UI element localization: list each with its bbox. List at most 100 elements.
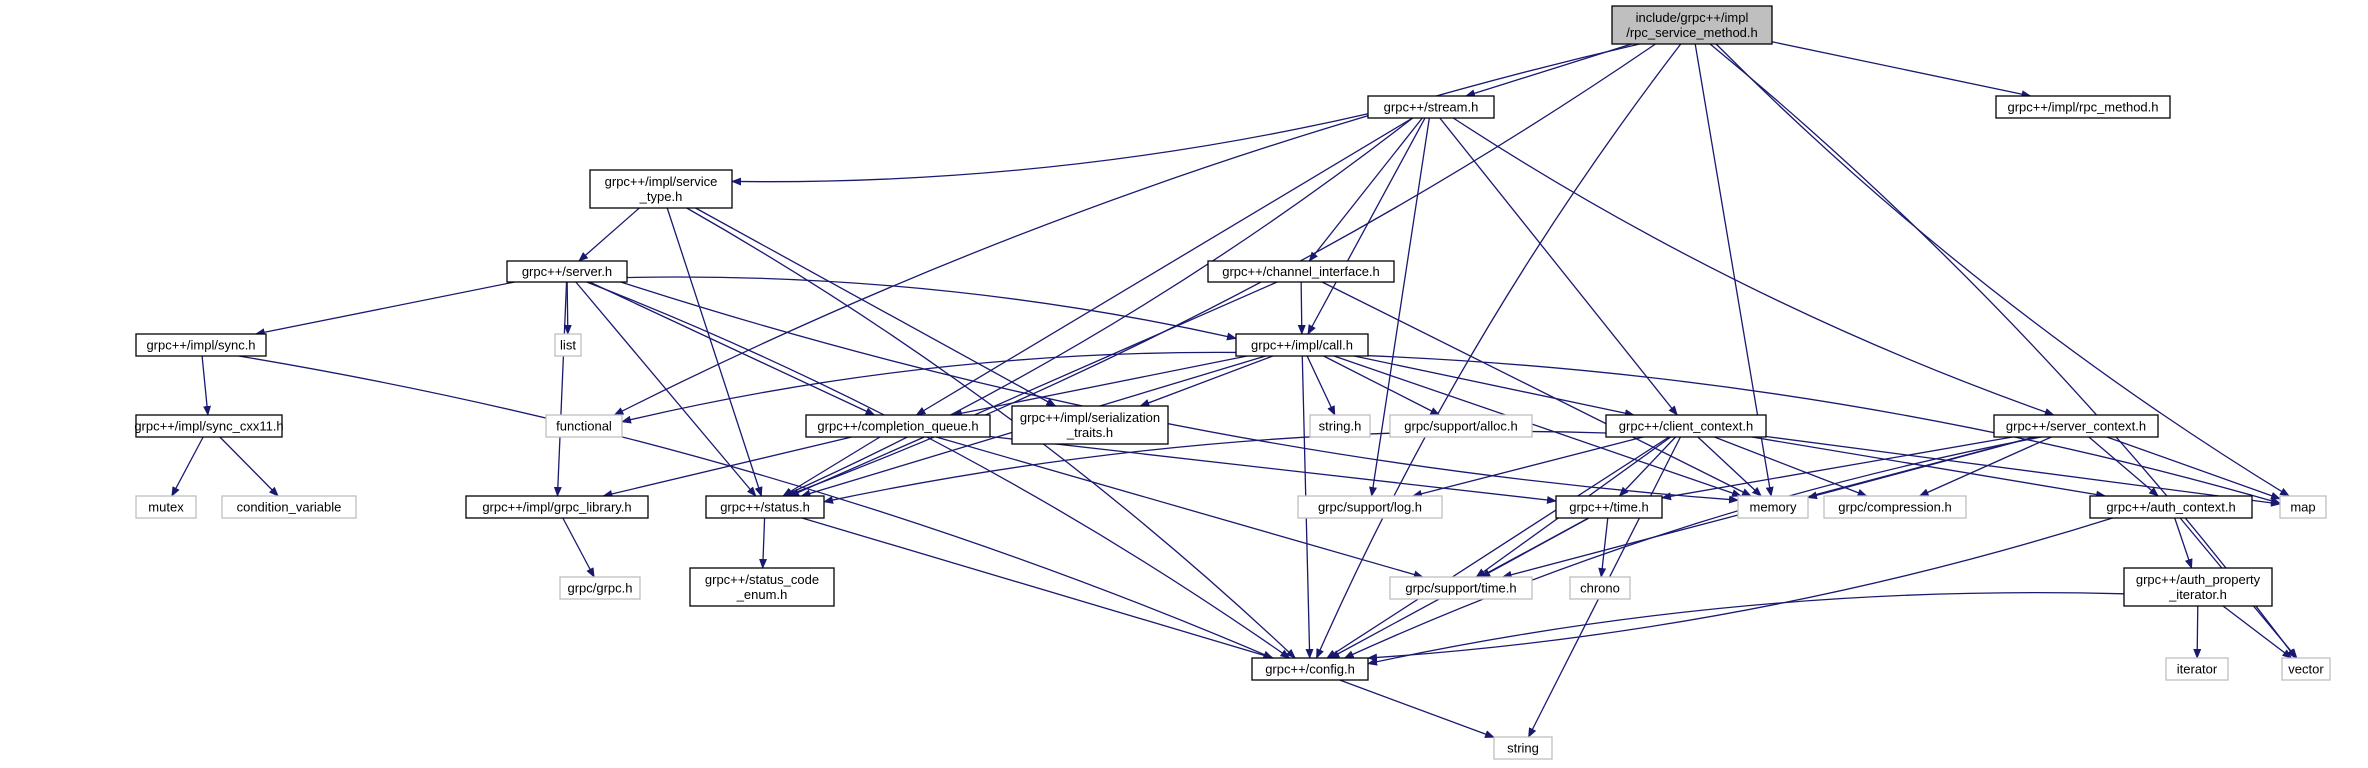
node-label: vector bbox=[2288, 662, 2324, 677]
edge-stream-to-status bbox=[782, 117, 1414, 497]
node-box bbox=[1555, 495, 1663, 519]
nodes-layer: include/grpc++/impl/rpc_service_method.h… bbox=[134, 5, 2331, 760]
node-label: functional bbox=[556, 419, 612, 434]
edge-client_context-to-compression bbox=[1714, 436, 1868, 497]
node-label: _type.h bbox=[639, 189, 683, 204]
node-config[interactable]: grpc++/config.h bbox=[1251, 657, 1369, 681]
node-box bbox=[465, 495, 649, 519]
edge-status-to-config bbox=[801, 517, 1274, 660]
node-label: grpc/grpc.h bbox=[567, 581, 632, 596]
node-stream[interactable]: grpc++/stream.h bbox=[1367, 95, 1495, 119]
node-label: _traits.h bbox=[1066, 425, 1113, 440]
node-box bbox=[1493, 736, 1553, 760]
node-grpc-library[interactable]: grpc++/impl/grpc_library.h bbox=[465, 495, 649, 519]
edge-completion_queue-to-status bbox=[782, 436, 881, 497]
edge-stream-to-completion_queue bbox=[915, 117, 1413, 416]
node-label: grpc++/config.h bbox=[1265, 662, 1355, 677]
edge-server-to-grpc_library bbox=[553, 281, 568, 497]
node-call[interactable]: grpc++/impl/call.h bbox=[1235, 333, 1369, 357]
edge-server-to-memory bbox=[620, 281, 1739, 504]
node-label: _enum.h bbox=[736, 587, 788, 602]
node-root[interactable]: include/grpc++/impl/rpc_service_method.h bbox=[1611, 5, 1773, 45]
node-label: grpc++/impl/grpc_library.h bbox=[482, 500, 631, 515]
node-label: condition_variable bbox=[237, 500, 342, 515]
node-server[interactable]: grpc++/server.h bbox=[506, 260, 628, 283]
node-label: string.h bbox=[1319, 419, 1362, 434]
edge-server_context-to-time bbox=[1661, 436, 2013, 501]
node-status-code-enum[interactable]: grpc++/status_code_enum.h bbox=[689, 567, 835, 607]
node-box bbox=[2279, 495, 2327, 519]
edge-service_type-to-server bbox=[578, 207, 640, 262]
node-label: grpc++/impl/sync_cxx11.h bbox=[134, 419, 283, 434]
node-box bbox=[1011, 405, 1169, 445]
node-status[interactable]: grpc++/status.h bbox=[705, 495, 825, 519]
node-time[interactable]: grpc++/time.h bbox=[1555, 495, 1663, 519]
edge-time-to-chrono bbox=[1598, 517, 1609, 578]
edge-call-to-map bbox=[1367, 355, 2281, 505]
node-label: grpc/support/time.h bbox=[1405, 581, 1516, 596]
node-service-type[interactable]: grpc++/impl/service_type.h bbox=[589, 169, 733, 209]
node-label: grpc++/server_context.h bbox=[2006, 419, 2146, 434]
node-label: string bbox=[1507, 741, 1539, 756]
node-completion-queue[interactable]: grpc++/completion_queue.h bbox=[805, 414, 991, 438]
edge-sync-to-sync_cxx11 bbox=[201, 355, 212, 416]
edge-status-to-status_code_enum bbox=[759, 517, 768, 569]
node-label: grpc++/client_context.h bbox=[1619, 419, 1753, 434]
edge-config-to-string bbox=[1339, 679, 1495, 738]
node-box bbox=[2281, 657, 2331, 681]
edge-root-to-map bbox=[1715, 43, 2290, 497]
node-box bbox=[805, 414, 991, 438]
node-label: /rpc_service_method.h bbox=[1626, 25, 1758, 40]
edge-server-to-list bbox=[563, 281, 572, 335]
node-box bbox=[1823, 495, 1967, 519]
edge-stream-to-service_type bbox=[731, 113, 1369, 186]
edge-stream-to-client_context bbox=[1439, 117, 1678, 416]
node-client-context[interactable]: grpc++/client_context.h bbox=[1605, 414, 1767, 438]
edge-client_context-to-time bbox=[1618, 436, 1677, 497]
node-mutex: mutex bbox=[135, 495, 197, 519]
node-box bbox=[221, 495, 357, 519]
node-channel-interface[interactable]: grpc++/channel_interface.h bbox=[1207, 260, 1395, 283]
node-label: grpc/support/alloc.h bbox=[1404, 419, 1517, 434]
node-rpc-method[interactable]: grpc++/impl/rpc_method.h bbox=[1995, 95, 2171, 119]
edge-completion_queue-to-support_time bbox=[936, 436, 1424, 579]
edge-root-to-config bbox=[1315, 43, 1682, 659]
node-label: mutex bbox=[148, 500, 184, 515]
node-serialization-traits[interactable]: grpc++/impl/serialization_traits.h bbox=[1011, 405, 1169, 445]
edge-auth_property_iterator-to-vector bbox=[2222, 605, 2293, 659]
node-label: grpc++/impl/serialization bbox=[1020, 410, 1160, 425]
node-box bbox=[1737, 495, 1809, 519]
edge-call-to-functional bbox=[621, 351, 1237, 424]
node-auth-context[interactable]: grpc++/auth_context.h bbox=[2089, 495, 2253, 519]
node-box bbox=[135, 333, 267, 357]
node-box bbox=[545, 414, 623, 438]
node-box bbox=[1611, 5, 1773, 45]
edge-channel_interface-to-call bbox=[1297, 281, 1306, 335]
node-box bbox=[2123, 567, 2273, 607]
node-label: _iterator.h bbox=[2168, 587, 2227, 602]
node-sync-cxx11[interactable]: grpc++/impl/sync_cxx11.h bbox=[134, 414, 284, 438]
edge-stream-to-server_context bbox=[1452, 117, 2055, 416]
edge-call-to-string_h bbox=[1306, 355, 1336, 416]
node-box bbox=[135, 414, 283, 438]
edge-stream-to-log bbox=[1369, 117, 1430, 497]
edge-server_context-to-auth_context bbox=[2088, 436, 2159, 497]
node-box bbox=[1251, 657, 1369, 681]
edge-service_type-to-config bbox=[686, 207, 1296, 659]
node-chrono: chrono bbox=[1569, 576, 1631, 600]
edge-completion_queue-to-grpc_library bbox=[602, 436, 852, 498]
node-functional: functional bbox=[545, 414, 623, 438]
edge-auth_property_iterator-to-config bbox=[1367, 591, 2125, 666]
node-label: memory bbox=[1750, 500, 1797, 515]
node-label: grpc/compression.h bbox=[1838, 500, 1951, 515]
node-label: grpc++/impl/call.h bbox=[1251, 338, 1353, 353]
edge-stream-to-call bbox=[1307, 117, 1426, 335]
node-box bbox=[1297, 495, 1443, 519]
node-box bbox=[1235, 333, 1369, 357]
node-box bbox=[506, 260, 628, 283]
node-auth-property-iterator[interactable]: grpc++/auth_property_iterator.h bbox=[2123, 567, 2273, 607]
node-server-context[interactable]: grpc++/server_context.h bbox=[1993, 414, 2159, 438]
node-sync[interactable]: grpc++/impl/sync.h bbox=[135, 333, 267, 357]
node-label: grpc++/auth_context.h bbox=[2106, 500, 2235, 515]
node-label: grpc++/impl/sync.h bbox=[146, 338, 255, 353]
